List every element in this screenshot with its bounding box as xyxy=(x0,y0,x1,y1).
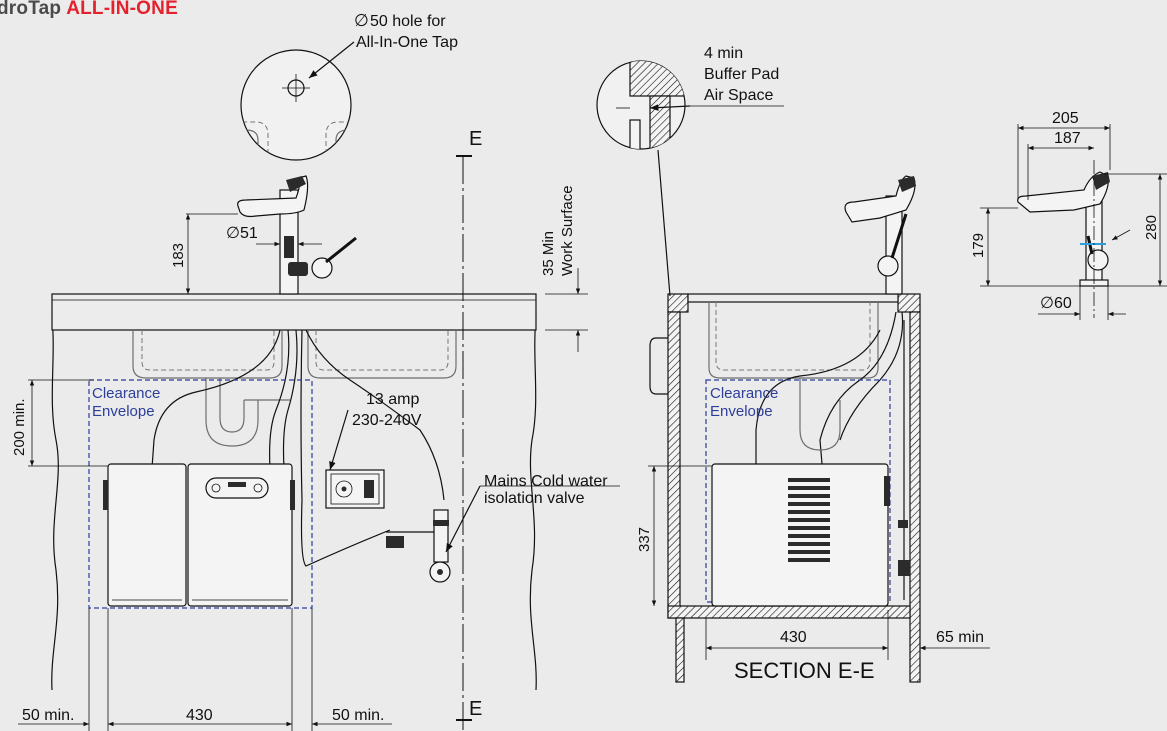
tap-diameter-dim: 51 xyxy=(240,225,258,242)
brand-name: droTap xyxy=(0,0,62,19)
width-front-dim: 430 xyxy=(186,707,213,724)
diameter-symbol-hole: ∅ xyxy=(354,11,369,30)
buffer-callout-line2: Buffer Pad xyxy=(704,66,779,83)
hole-callout-line2: All-In-One Tap xyxy=(356,34,458,51)
side-left-dim: 50 min. xyxy=(22,707,74,724)
labels: ∅ 50 hole for All-In-One Tap 4 min Buffe… xyxy=(11,11,1160,724)
work-surface-line2: Work Surface xyxy=(559,185,576,276)
hole-callout-line1: 50 hole for xyxy=(370,13,446,30)
spout-reach-dim: 205 xyxy=(1052,110,1079,127)
buffer-detail xyxy=(596,60,784,297)
side-right-dim: 50 min. xyxy=(332,707,384,724)
tap-section xyxy=(844,175,916,295)
section-marker-top: E xyxy=(469,128,482,150)
width-section-dim: 430 xyxy=(780,629,807,646)
vent-grille xyxy=(788,478,830,562)
filter-unit xyxy=(107,463,187,607)
unit-height-dim: 337 xyxy=(636,527,653,552)
power-callout-line1: 13 amp xyxy=(366,391,419,408)
spout-reach-inner-dim: 187 xyxy=(1054,130,1081,147)
sink-right xyxy=(307,330,457,379)
section-title: SECTION E-E xyxy=(734,658,875,683)
buffer-callout-line1: 4 min xyxy=(704,45,743,62)
power-callout-line2: 230-240V xyxy=(352,412,422,429)
tap-side-view xyxy=(980,124,1167,320)
clearance-front-line2: Envelope xyxy=(92,403,155,420)
spout-height-dim: 179 xyxy=(970,233,987,258)
hole-detail xyxy=(240,41,355,161)
buffer-callout-line3: Air Space xyxy=(704,87,773,104)
diameter-symbol-tap: ∅ xyxy=(226,225,240,242)
valve-callout-line2: isolation valve xyxy=(484,490,585,507)
work-surface-line1: 35 Min xyxy=(540,231,557,276)
boiler-unit xyxy=(187,463,293,607)
clearance-envelope-front xyxy=(88,379,313,609)
clearance-front-line1: Clearance xyxy=(92,385,160,402)
clearance-section-line2: Envelope xyxy=(710,403,773,420)
clearance-height-dim: 200 min. xyxy=(11,398,28,456)
base-diameter-dim: 60 xyxy=(1054,295,1072,312)
section-view xyxy=(596,60,990,683)
tap-front xyxy=(237,175,357,295)
clearance-section-line1: Clearance xyxy=(710,385,778,402)
diameter-symbol-base: ∅ xyxy=(1040,295,1054,312)
sink-left xyxy=(132,330,283,379)
valve-callout-line1: Mains Cold water xyxy=(484,473,608,490)
isolation-valve xyxy=(386,509,451,583)
tap-height-dim: 183 xyxy=(170,243,187,268)
rear-gap-dim: 65 min xyxy=(936,629,984,646)
section-marker-bottom: E xyxy=(469,698,482,720)
tap-total-height-dim: 280 xyxy=(1143,215,1160,240)
power-socket xyxy=(325,469,385,509)
front-view xyxy=(18,41,620,731)
product-name: ALL-IN-ONE xyxy=(66,0,178,19)
